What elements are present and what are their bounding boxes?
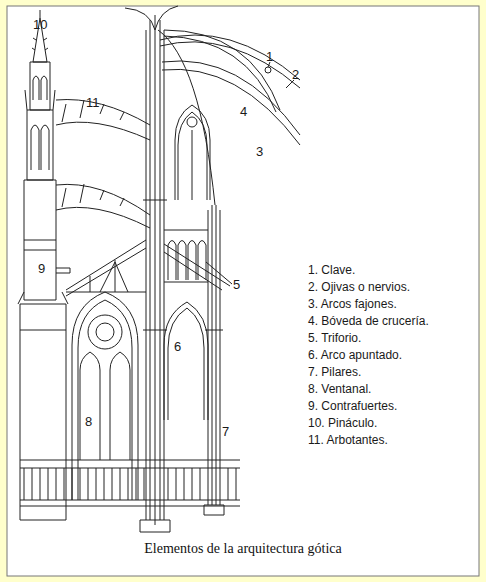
key-entry: 11. Arbotantes. [308,434,388,447]
pinnacle-tower [25,62,55,180]
key-entry: 1. Clave. [308,264,355,277]
flying-buttress [56,100,150,140]
callout-number: 2 [292,68,299,82]
vault-rib [125,6,178,30]
rose-window [88,315,122,349]
key-entry: 5. Triforio. [308,332,361,345]
key-entry: 9. Contrafuertes. [308,400,397,413]
callout-number: 11 [86,96,100,110]
callout-number: 8 [85,415,92,429]
callout-number: 10 [33,18,47,32]
key-entry: 4. Bóveda de crucería. [308,315,429,328]
callout-number: 7 [222,425,229,439]
key-entry: 3. Arcos fajones. [308,298,397,311]
key-entry: 2. Ojivas o nervios. [308,281,410,294]
callout-number: 9 [38,262,45,276]
key-entry: 7. Pilares. [308,366,361,379]
buttress-wall [20,304,66,520]
buttress-pier [18,180,70,304]
roof-truss [66,240,230,296]
leader-line [206,62,294,284]
window-tracery [187,117,197,127]
key-entry: 10. Pináculo. [308,417,377,430]
key-entry: 8. Ventanal. [308,383,371,396]
keystone [265,67,271,73]
clerestory-window [175,105,210,200]
callout-number: 1 [266,50,273,64]
transverse-arch [162,61,300,145]
key-entry: 6. Arco apuntado. [308,349,402,362]
clustered-pillar [140,15,170,532]
callout-number: 5 [233,278,240,292]
callout-number: 3 [256,145,263,159]
balustrade [20,460,240,506]
callout-number: 4 [240,105,247,119]
pointed-arch [164,302,208,420]
picture-frame [7,6,479,576]
pinnacle-spire [32,10,48,62]
vault-rib [158,30,280,205]
vault-rib [160,35,300,88]
flying-buttress [56,184,150,228]
figure-caption: Elementos de la arquitectura gótica [0,541,486,556]
callout-number: 6 [174,340,181,354]
rose-window [96,323,114,341]
drawing-lines [18,6,300,532]
